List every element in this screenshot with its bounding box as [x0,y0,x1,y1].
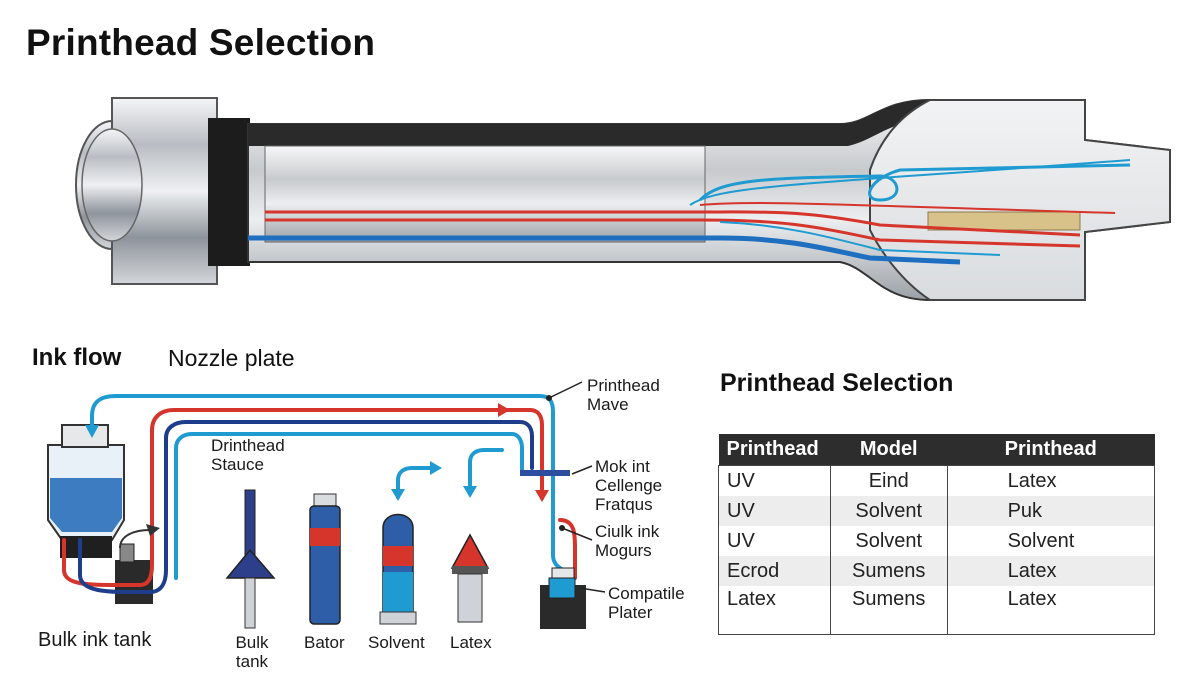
label-printhead-mave: Printhead Mave [587,376,660,414]
valve-bar [520,470,570,476]
leader-line [571,465,593,475]
arrow-line [119,529,151,549]
flow-line-navy [78,420,534,594]
flow-line-red [558,518,577,580]
tank-ink-level [50,478,122,532]
table-cell: Sumens [829,556,948,586]
table-row: UV Eind Latex [718,465,1156,496]
leader-line [561,527,593,541]
table-cell: Latex [718,586,831,635]
flow-line-blue [468,448,504,494]
table-cell: Solvent [829,496,948,526]
arrow-head [430,461,442,475]
leader-dot [546,395,552,401]
tank-cap [61,424,109,448]
pump-nozzle [119,543,135,563]
column-header: Printhead [718,434,831,466]
ink-line-red [265,218,1081,248]
arrow-head [391,489,405,501]
table-cell: Ecrod [718,556,831,586]
nozzle-plate-label: Nozzle plate [168,345,295,371]
cartridge-latex-tip [450,533,490,569]
table-row: UV Solvent Puk [718,496,1156,526]
tank-base [60,536,112,558]
table-row: Ecrod Sumens Latex [718,556,1156,586]
cartridge-bulk-tank-stem [244,577,256,629]
ink-line-blue [689,159,1131,206]
arrow-head [535,490,549,502]
label-compatile-plater: Compatile Plater [608,584,685,622]
plater-top [551,567,575,579]
cartridge-label: Latex [450,633,492,652]
table-row: UV Solvent Solvent [718,526,1156,556]
table-cell: Latex [946,556,1156,586]
leader-dot [559,525,565,531]
ink-flow-label: Ink flow [32,344,122,371]
page-title: Printhead Selection [26,22,376,63]
arrow-head [498,403,510,417]
inner-channel [264,145,706,243]
printhead-cross-section [75,97,1171,301]
table-cell: Latex [946,465,1156,496]
label-drinthead-stauce: Drinthead Stauce [211,436,285,474]
ink-line-red [699,202,1116,214]
cartridge-label: Bulk tank [235,633,269,671]
printhead-selection-table: Printhead Model Printhead UV Eind Latex … [718,434,1156,635]
ink-line-blue [719,221,1001,256]
table-cell: Solvent [946,526,1156,556]
cartridge-solvent-band [383,546,413,566]
column-header: Model [830,434,948,466]
cartridge-bator-body [309,505,341,625]
label-ciulk-ink: Ciulk ink Mogurs [595,522,660,560]
flow-line-blue [174,432,524,580]
body-taper-sleeve [840,100,930,146]
nozzle-tip [869,99,1171,301]
leader-line [579,587,606,593]
cartridge-bator-cap [313,493,337,507]
table-cell: Puk [946,496,1156,526]
flow-line-blue [396,466,434,499]
table-row: Latex Sumens Latex [718,586,1156,635]
label-mok-int: Mok int Cellenge Fratqus [595,457,663,514]
table-header-row: Printhead Model Printhead [718,434,1155,466]
cartridge-solvent-lower [383,572,413,612]
table-cell: UV [718,496,831,526]
cartridge-label: Bator [304,633,345,652]
table-cell: UV [718,526,831,556]
flow-line-blue [90,394,555,557]
cartridge-solvent-base [379,611,417,625]
plater-ink [548,577,576,599]
table-cell: Eind [829,465,948,496]
cartridge-latex-collar [452,566,488,574]
table-title: Printhead Selection [720,369,954,397]
cartridge-bulk-tank-funnel [225,548,276,579]
cartridge-bator-band [310,528,340,546]
arrow-head [463,486,477,498]
arrow-head [146,524,160,536]
cartridge-latex-body [457,573,483,623]
leader-line [548,381,583,399]
ink-line-red [265,210,1081,237]
flow-line-red [62,408,544,587]
ink-line-blue [698,163,1131,202]
column-header: Printhead [947,434,1155,466]
table-cell: Latex [946,586,1156,635]
label-bulk-ink-tank: Bulk ink tank [38,629,152,651]
arrow-head [85,425,99,438]
cartridge-label: Solvent [368,633,425,652]
body-top-sleeve [248,124,848,146]
cap-band [208,118,250,266]
ink-line-blue [248,235,961,265]
cap-face [81,128,143,242]
table-cell: Solvent [829,526,948,556]
table-cell: Sumens [829,586,948,635]
table-cell: UV [718,465,831,496]
